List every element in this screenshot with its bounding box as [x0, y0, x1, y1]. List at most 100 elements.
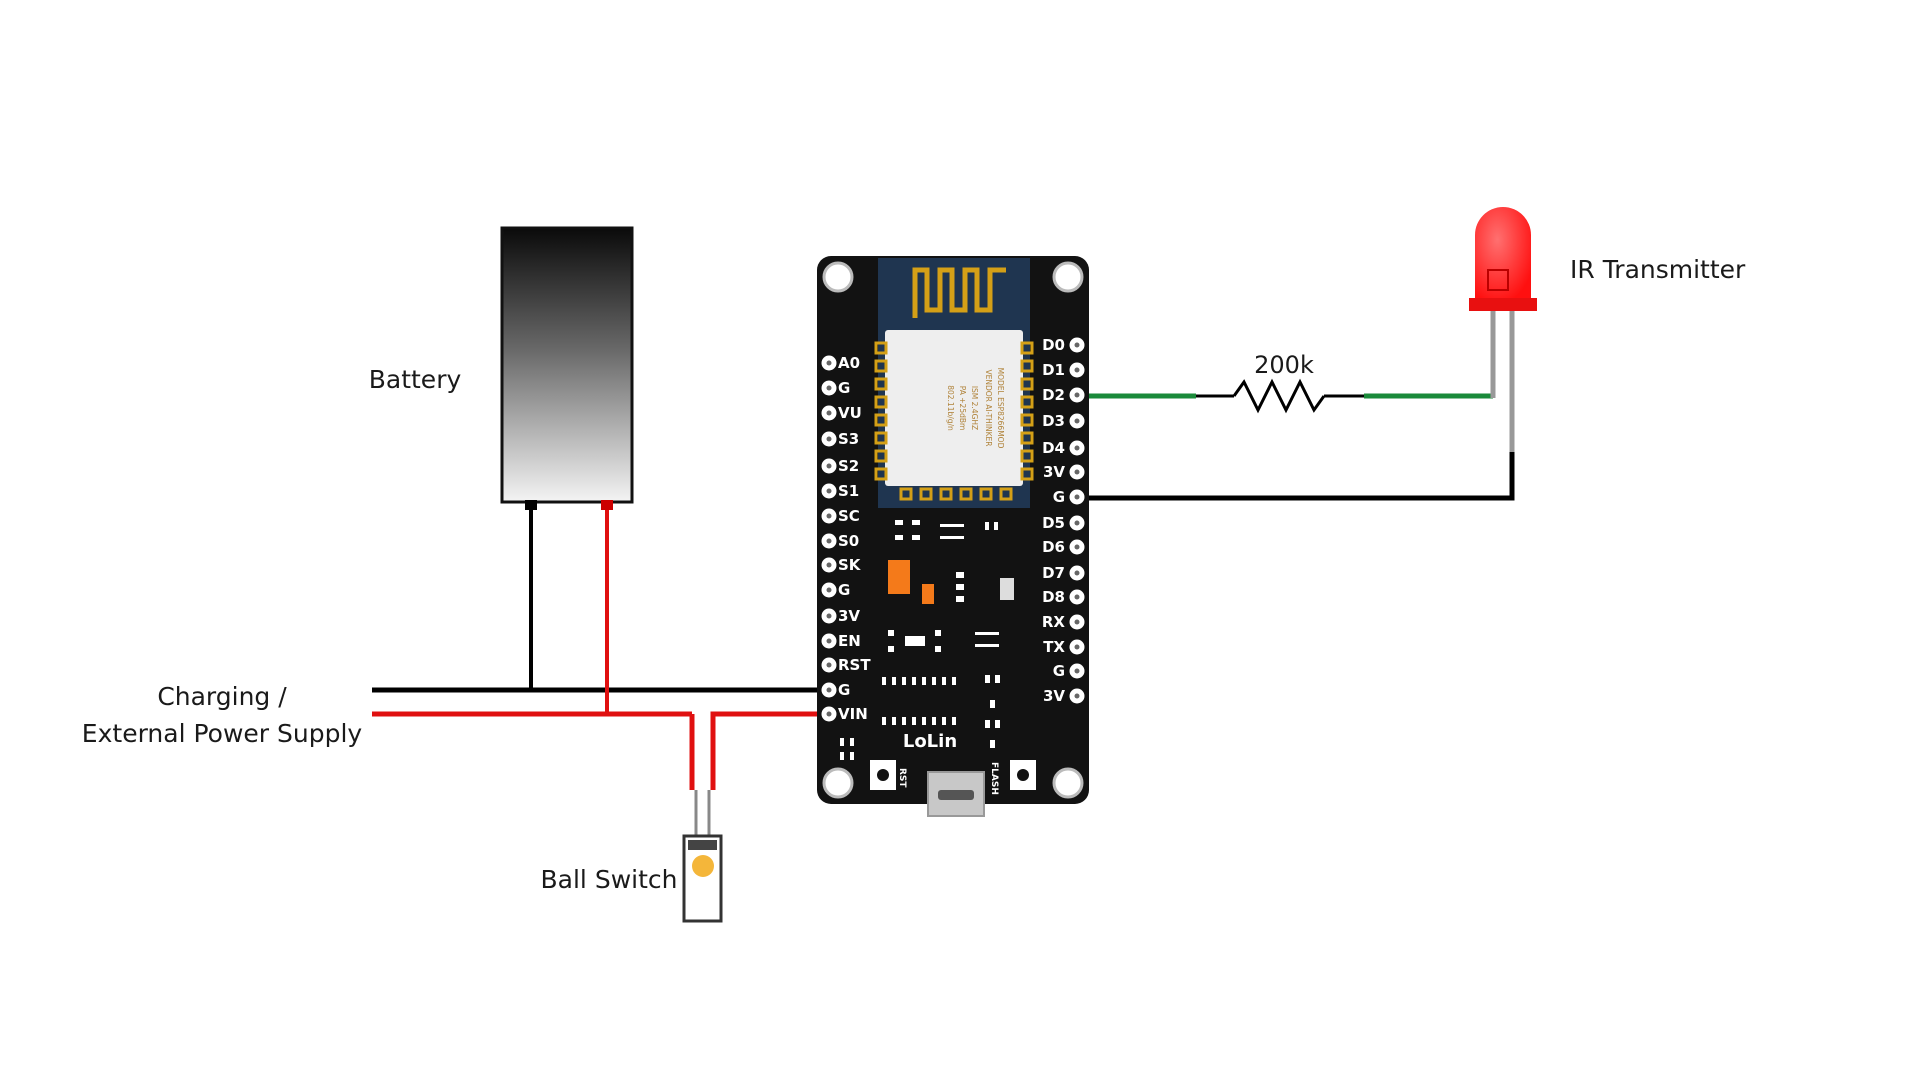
- pin-hole-center: [1074, 392, 1080, 398]
- ball-switch-ball: [692, 855, 714, 877]
- module-line-5: 802.11b/g/n: [946, 385, 955, 431]
- right-pin-label: D0: [1042, 336, 1065, 354]
- left-pin-label: S0: [838, 532, 859, 550]
- left-pin-label: SC: [838, 507, 860, 525]
- ball-switch-wire-right: [710, 711, 830, 790]
- module-pad: [899, 487, 913, 501]
- left-pin-label: G: [838, 681, 850, 699]
- pin-hole-center: [1074, 668, 1080, 674]
- module-pad: [1020, 377, 1034, 391]
- capacitor: [922, 584, 934, 604]
- module-pads: [874, 341, 1034, 501]
- chip-leg: [952, 677, 956, 685]
- right-pin-label: D5: [1042, 514, 1065, 532]
- pin-hole-center: [826, 410, 832, 416]
- led-ground-wire: [1074, 450, 1515, 501]
- module-pad: [874, 413, 888, 427]
- left-pin-label: SK: [838, 556, 862, 574]
- ball-switch-body: [682, 834, 723, 923]
- chip-leg: [942, 677, 946, 685]
- module-pad: [1020, 413, 1034, 427]
- module-pad: [874, 467, 888, 481]
- mount-hole: [1052, 261, 1084, 293]
- module-shield: [885, 330, 1023, 486]
- mount-hole: [1052, 767, 1084, 799]
- wires: [372, 378, 1515, 790]
- left-pin-label: VU: [838, 404, 862, 422]
- left-pin-label: RST: [838, 656, 871, 674]
- pin-hole-center: [1074, 445, 1080, 451]
- pin-hole-center: [826, 687, 832, 693]
- led-rim: [1469, 298, 1537, 311]
- right-pin-label: D4: [1042, 439, 1065, 457]
- right-pin-label: D2: [1042, 386, 1065, 404]
- module-pad: [1020, 431, 1034, 445]
- pin-hole-center: [1074, 342, 1080, 348]
- left-pin-label: VIN: [838, 705, 868, 723]
- pin-hole-center: [826, 513, 832, 519]
- chip-leg: [902, 717, 906, 725]
- right-pin-label: D8: [1042, 588, 1065, 606]
- module-pad: [874, 341, 888, 355]
- module-pad: [939, 487, 953, 501]
- pin-hole-center: [1074, 693, 1080, 699]
- chip-leg: [932, 717, 936, 725]
- battery-terminal-positive: [601, 500, 613, 510]
- pin-hole-center: [1074, 520, 1080, 526]
- pin-hole-center: [1074, 544, 1080, 550]
- module-pad: [1020, 341, 1034, 355]
- nodemcu-board: MODEL ESP8266MOD VENDOR AI-THINKER ISM 2…: [817, 256, 1089, 817]
- pin-hole-center: [826, 613, 832, 619]
- ir-led: [1469, 207, 1537, 452]
- board-brand: LoLin: [903, 731, 957, 752]
- chip-leg: [942, 717, 946, 725]
- right-pin-label: D6: [1042, 538, 1065, 556]
- mount-hole: [822, 767, 854, 799]
- left-pin-label: EN: [838, 632, 861, 650]
- module-line-3: ISM 2.4GHZ: [970, 386, 979, 430]
- pin-hole-center: [826, 562, 832, 568]
- left-pin-label: S3: [838, 430, 859, 448]
- rst-button-label: RST: [897, 768, 907, 788]
- rst-button[interactable]: [870, 760, 896, 790]
- capacitor: [888, 560, 910, 594]
- pin-hole-center: [826, 385, 832, 391]
- micro-usb-port[interactable]: [927, 771, 985, 817]
- charging-label-line2: External Power Supply: [82, 719, 363, 748]
- chip-leg: [922, 677, 926, 685]
- pin-hole-center: [1074, 494, 1080, 500]
- left-pin-label: S1: [838, 482, 859, 500]
- left-pin-label: G: [838, 379, 850, 397]
- right-pin-label: D7: [1042, 564, 1065, 582]
- left-pin-label: 3V: [838, 607, 860, 625]
- ball-switch: [682, 790, 723, 923]
- module-pad: [874, 377, 888, 391]
- flash-button[interactable]: [1010, 760, 1036, 790]
- battery-terminal-negative: [525, 500, 537, 510]
- pin-hole-center: [826, 463, 832, 469]
- pin-hole-center: [1074, 570, 1080, 576]
- chip-leg: [952, 717, 956, 725]
- chip-leg: [932, 677, 936, 685]
- right-pin-label: 3V: [1043, 687, 1065, 705]
- battery: [500, 226, 634, 510]
- usb-serial-chip: [882, 677, 956, 725]
- chip-leg: [882, 717, 886, 725]
- led-dome: [1475, 207, 1531, 300]
- pin-hole-center: [826, 662, 832, 668]
- chip-leg: [902, 677, 906, 685]
- right-pin-label: G: [1053, 488, 1065, 506]
- right-pin-label: D1: [1042, 361, 1065, 379]
- module-line-4: PA +25dBm: [958, 386, 967, 431]
- module-line-2: VENDOR AI-THINKER: [984, 369, 993, 446]
- pin-hole-center: [826, 711, 832, 717]
- left-pin-label: S2: [838, 457, 859, 475]
- pin-hole-center: [1074, 619, 1080, 625]
- esp8266-module: MODEL ESP8266MOD VENDOR AI-THINKER ISM 2…: [874, 258, 1034, 508]
- pin-hole-center: [1074, 594, 1080, 600]
- flash-button-label: FLASH: [989, 762, 999, 795]
- ball-switch-label: Ball Switch: [541, 865, 678, 894]
- board-components: [840, 520, 1014, 760]
- chip-leg: [922, 717, 926, 725]
